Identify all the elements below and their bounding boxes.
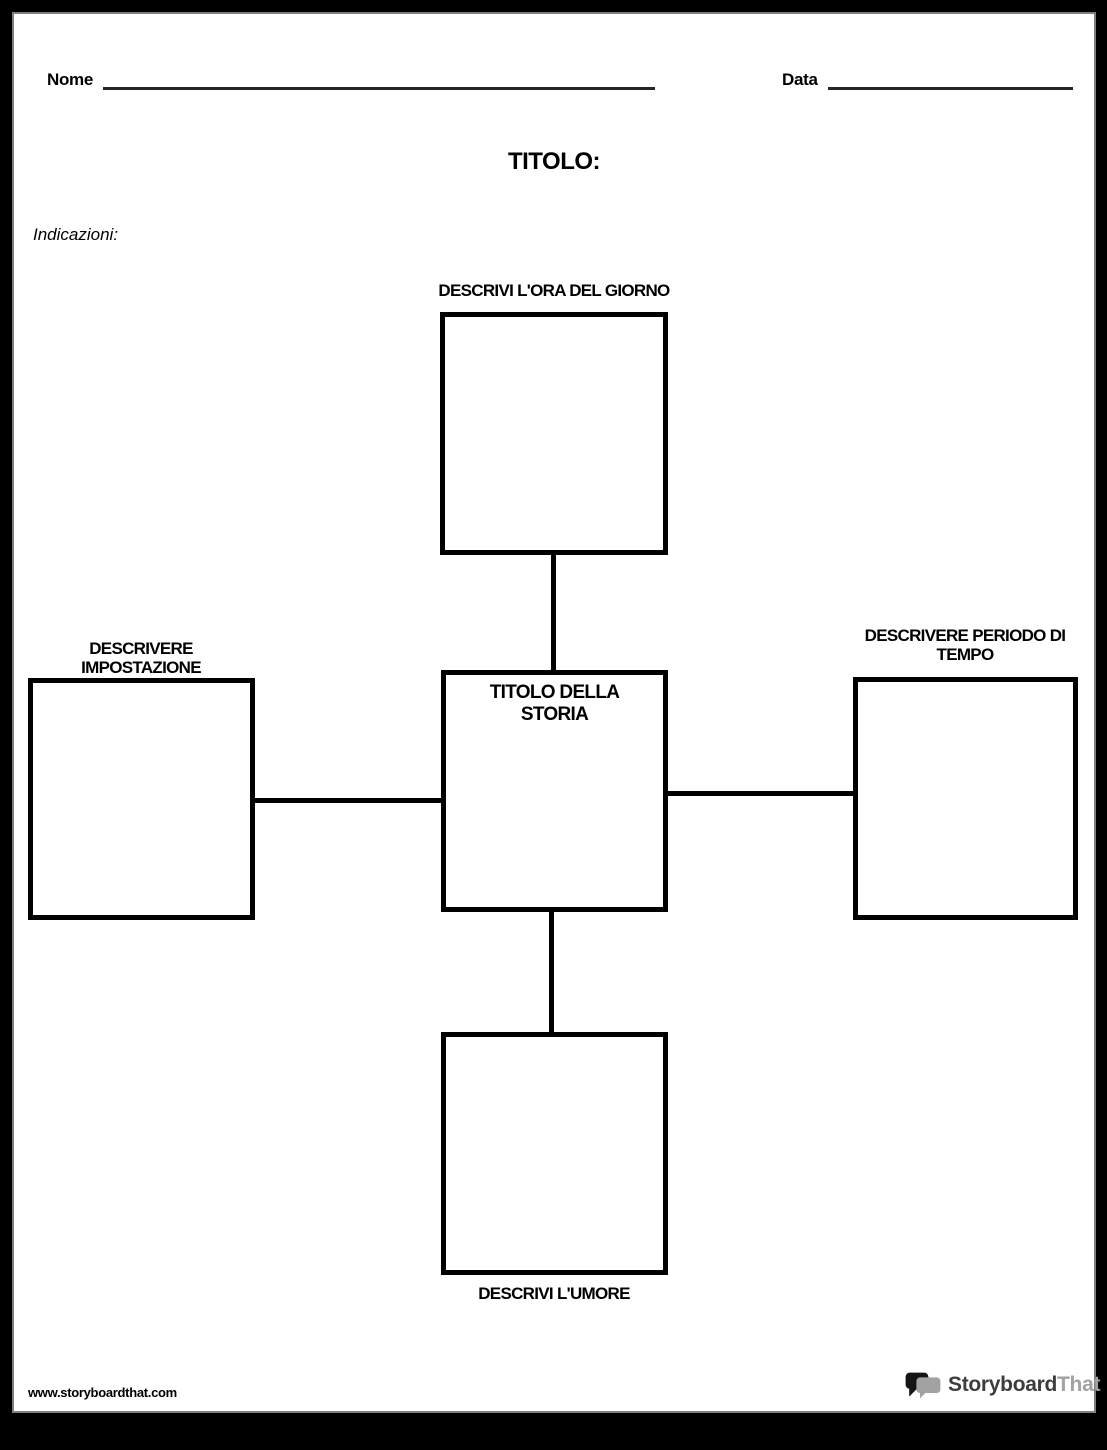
date-label: Data (782, 70, 818, 89)
logo-text-primary: Storyboard (948, 1373, 1058, 1396)
name-fill-line (103, 70, 656, 90)
name-label: Nome (47, 70, 94, 89)
logo-wordmark: StoryboardThat (948, 1373, 1100, 1397)
speech-bubbles-icon (905, 1372, 941, 1398)
paper-sheet: Nome Data TITOLO: Indicazioni: DESCRIVI … (12, 12, 1100, 1413)
left-box-label: DESCRIVERE IMPOSTAZIONE (81, 639, 201, 677)
time-of-day-box (440, 312, 668, 555)
date-fill-line (827, 70, 1073, 90)
directions-label: Indicazioni: (33, 225, 119, 244)
worksheet-title: TITOLO: (507, 148, 601, 175)
right-box-label: DESCRIVERE PERIODO DI TEMPO (864, 626, 1066, 664)
mood-box (441, 1032, 668, 1275)
connector-top (551, 555, 556, 670)
time-period-box (853, 677, 1078, 920)
date-field: Data (782, 68, 1073, 90)
storyboardthat-logo: StoryboardThat (905, 1364, 1100, 1406)
connector-right (668, 791, 853, 796)
setting-box (28, 678, 255, 920)
logo-text-secondary: That (1057, 1373, 1101, 1396)
name-field: Nome (47, 68, 656, 90)
story-title-box: TITOLO DELLA STORIA (441, 670, 668, 912)
top-box-label: DESCRIVI L'ORA DEL GIORNO (438, 281, 670, 300)
connector-bottom (549, 912, 554, 1032)
site-url: www.storyboardthat.com (28, 1385, 177, 1400)
center-box-label: TITOLO DELLA STORIA (489, 682, 620, 725)
connector-left (255, 798, 441, 803)
bottom-box-label: DESCRIVI L'UMORE (478, 1284, 630, 1303)
